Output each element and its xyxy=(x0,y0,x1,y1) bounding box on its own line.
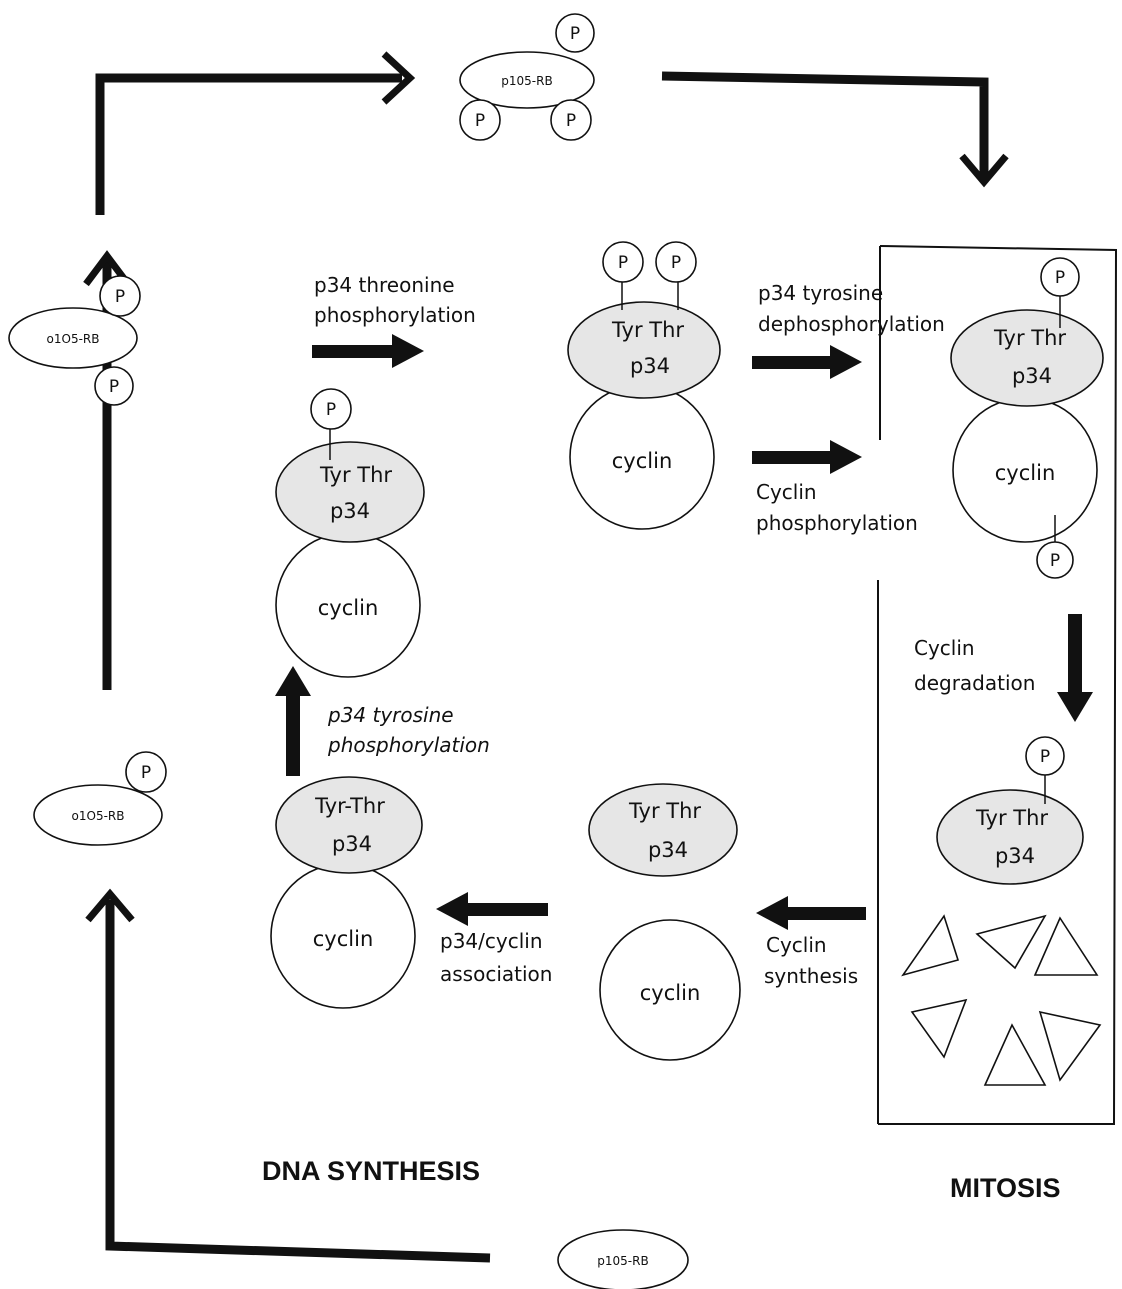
arrow-cyc-syn xyxy=(756,896,866,930)
phosphate-circle xyxy=(94,366,134,406)
svg-text:cyclin: cyclin xyxy=(995,461,1056,485)
svg-text:p34: p34 xyxy=(332,832,372,856)
complex-top-middle: cyclin Tyr Thr p34 P P xyxy=(567,241,721,530)
phosphate-circle xyxy=(1040,257,1080,297)
p105-rb-top: p105-RB P P P xyxy=(459,13,595,141)
svg-text:p34: p34 xyxy=(330,499,370,523)
svg-text:P: P xyxy=(671,253,681,273)
label-tyr-phos-1: p34 tyrosine xyxy=(327,703,454,727)
svg-text:P: P xyxy=(1050,551,1060,571)
complex-left-middle: cyclin Tyr Thr p34 P xyxy=(275,388,425,678)
arrow-up-left-bottom-head xyxy=(85,888,135,923)
svg-text:Tyr Thr: Tyr Thr xyxy=(628,799,701,823)
phase-mitosis: MITOSIS xyxy=(950,1173,1061,1203)
phosphate-circle xyxy=(1025,736,1065,776)
phosphate-circle xyxy=(1036,541,1074,579)
label-thr-phos-2: phosphorylation xyxy=(314,303,476,327)
svg-text:cyclin: cyclin xyxy=(318,596,379,620)
arrow-up-left-bottom-shaft xyxy=(105,900,491,1263)
complex-left-bottom: cyclin Tyr-Thr p34 xyxy=(270,776,423,1009)
free-cyclin-bottom: cyclin xyxy=(599,919,741,1061)
label-tyr-dephos-1: p34 tyrosine xyxy=(758,281,883,305)
phosphate-circle xyxy=(602,241,644,283)
svg-text:P: P xyxy=(141,763,151,783)
phosphate-circle xyxy=(310,388,352,430)
label-cyc-phos-1: Cyclin xyxy=(756,480,817,504)
p105-rb-left-lower-label: o1O5-RB xyxy=(72,809,125,823)
p34-kinase xyxy=(950,309,1104,407)
arrow-tyr-dephos xyxy=(752,345,862,379)
outer-cycle-arrows xyxy=(83,51,1009,1263)
label-tyr-phos-2: phosphorylation xyxy=(327,733,490,757)
p105-rb-left-lower: o1O5-RB P xyxy=(33,751,167,846)
pathway-arrows xyxy=(275,334,1093,930)
cyclin-circle xyxy=(599,919,741,1061)
arrow-assoc xyxy=(436,892,548,926)
svg-text:P: P xyxy=(566,111,576,131)
phosphate-circle xyxy=(550,99,592,141)
p34-kinase xyxy=(275,441,425,543)
p105-rb-top-label: p105-RB xyxy=(501,74,552,88)
label-assoc-2: association xyxy=(440,962,552,986)
svg-text:p34: p34 xyxy=(1012,364,1052,388)
p34-kinase xyxy=(936,789,1084,885)
svg-text:p34: p34 xyxy=(648,838,688,862)
arrow-to-top-rb-shaft xyxy=(95,73,402,215)
label-tyr-dephos-2: dephosphorylation xyxy=(758,312,945,336)
svg-text:cyclin: cyclin xyxy=(640,981,701,1005)
svg-text:cyclin: cyclin xyxy=(313,927,374,951)
arrow-cyc-phos xyxy=(752,440,862,474)
arrow-up-left-middle-head xyxy=(83,250,131,287)
label-cyc-syn-1: Cyclin xyxy=(766,933,827,957)
arrow-tyr-phos xyxy=(275,666,311,776)
svg-text:Tyr Thr: Tyr Thr xyxy=(319,463,392,487)
arrow-into-mitosis-shaft xyxy=(661,71,989,178)
svg-text:cyclin: cyclin xyxy=(612,449,673,473)
svg-text:P: P xyxy=(1040,747,1050,767)
label-thr-phos-1: p34 threonine xyxy=(314,273,455,297)
p34-kinase xyxy=(567,301,721,399)
label-cyc-syn-2: synthesis xyxy=(764,964,858,988)
p105-rb-left-upper-label: o1O5-RB xyxy=(47,332,100,346)
svg-text:P: P xyxy=(475,111,485,131)
p34-kinase xyxy=(588,783,738,877)
free-p34-bottom: Tyr Thr p34 xyxy=(588,783,738,877)
svg-text:P: P xyxy=(1055,268,1065,288)
phosphate-circle xyxy=(655,241,697,283)
mitosis-box xyxy=(878,245,1118,1125)
svg-text:P: P xyxy=(618,253,628,273)
svg-text:p34: p34 xyxy=(630,354,670,378)
svg-text:P: P xyxy=(109,377,119,397)
arrow-to-top-rb-head xyxy=(381,51,416,105)
phosphate-circle xyxy=(125,751,167,793)
svg-text:p34: p34 xyxy=(995,844,1035,868)
phase-dna-synthesis: DNA SYNTHESIS xyxy=(262,1156,480,1186)
p105-rb-left-upper: o1O5-RB P P xyxy=(8,275,141,406)
p34-kinase xyxy=(275,776,423,874)
phosphate-circle xyxy=(459,99,501,141)
degraded-cyclin-fragments xyxy=(901,914,1102,1086)
label-cyc-deg-1: Cyclin xyxy=(914,636,975,660)
phosphate-circle xyxy=(555,13,595,53)
svg-text:Tyr-Thr: Tyr-Thr xyxy=(314,794,385,818)
svg-text:Tyr Thr: Tyr Thr xyxy=(975,806,1048,830)
complex-mitosis-top: cyclin Tyr Thr p34 P P xyxy=(950,257,1104,579)
step-labels: p34 threonine phosphorylation p34 tyrosi… xyxy=(314,273,1035,988)
svg-text:Tyr Thr: Tyr Thr xyxy=(611,318,684,342)
svg-text:P: P xyxy=(326,400,336,420)
phosphate-circle xyxy=(99,275,141,317)
arrow-into-mitosis-head xyxy=(959,153,1009,188)
p34-mitosis-lower: Tyr Thr p34 P xyxy=(936,736,1084,885)
p105-rb-bottom-label: p105-RB xyxy=(597,1254,648,1268)
p105-rb-bottom: p105-RB xyxy=(557,1229,689,1289)
svg-text:Tyr Thr: Tyr Thr xyxy=(993,326,1066,350)
arrow-cyc-deg xyxy=(1057,614,1093,722)
svg-text:P: P xyxy=(115,287,125,307)
arrow-thr-phos xyxy=(312,334,424,368)
label-cyc-phos-2: phosphorylation xyxy=(756,511,918,535)
label-assoc-1: p34/cyclin xyxy=(440,929,543,953)
label-cyc-deg-2: degradation xyxy=(914,671,1035,695)
svg-text:P: P xyxy=(570,24,580,44)
